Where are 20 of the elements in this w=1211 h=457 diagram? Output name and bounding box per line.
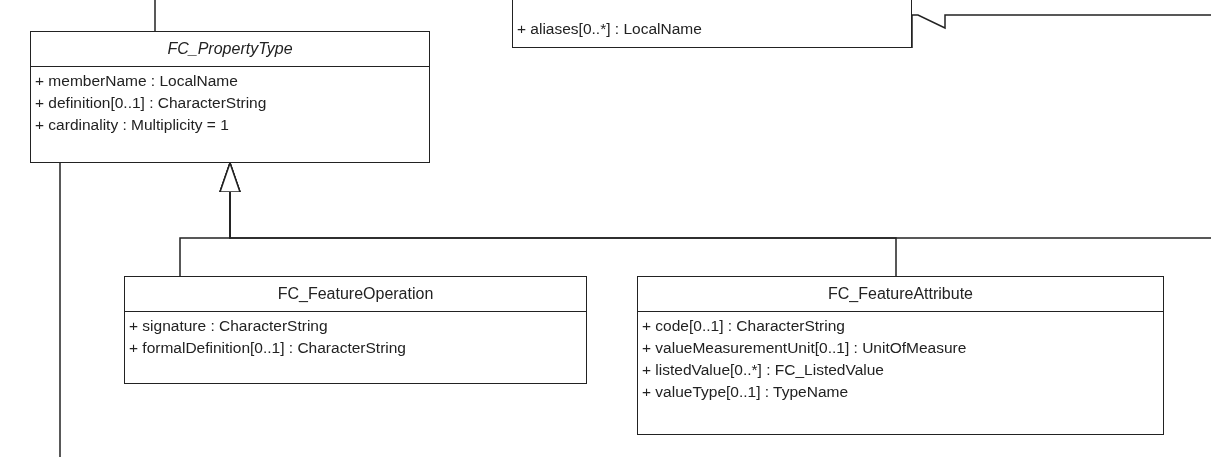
generalization-arrow	[219, 162, 1211, 239]
uml-class-box	[124, 276, 587, 384]
attribute-text: + formalDefinition[0..1] : CharacterString	[129, 338, 407, 358]
association-line	[59, 162, 61, 457]
uml-class-box	[512, 0, 912, 48]
attribute-text: + code[0..1] : CharacterString	[642, 316, 846, 336]
uml-class-box	[637, 276, 1164, 435]
attribute-text: + signature : CharacterString	[129, 316, 329, 336]
class-name: FC_FeatureAttribute	[638, 277, 1163, 312]
attribute-text: + valueMeasurementUnit[0..1] : UnitOfMeasure	[642, 338, 968, 358]
class-name: FC_FeatureOperation	[125, 277, 586, 312]
attribute-text: + definition[0..1] : CharacterString	[35, 93, 268, 113]
association-line	[154, 0, 156, 32]
class-name: FC_PropertyType	[31, 32, 429, 67]
attribute-text: + aliases[0..*] : LocalName	[517, 19, 703, 39]
attribute-text: + memberName : LocalName	[35, 71, 239, 91]
uml-class-box	[30, 31, 430, 163]
attribute-text: + cardinality : Multiplicity = 1	[35, 115, 230, 135]
attribute-text: + listedValue[0..*] : FC_ListedValue	[642, 360, 885, 380]
attribute-text: + valueType[0..1] : TypeName	[642, 382, 850, 402]
